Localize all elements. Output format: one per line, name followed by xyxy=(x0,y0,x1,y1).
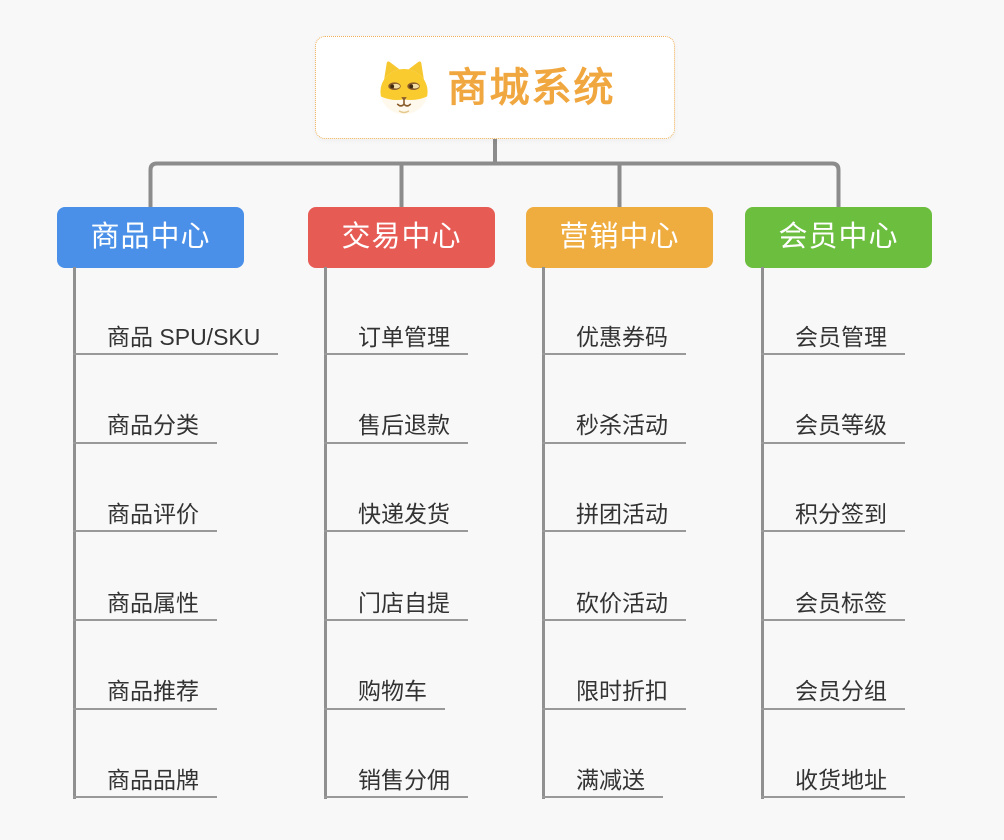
branch-item[interactable]: 砍价活动 xyxy=(542,532,686,622)
branch-items: 订单管理售后退款快递发货门店自提购物车销售分佣 xyxy=(324,267,468,799)
root-title: 商城系统 xyxy=(447,65,616,110)
branch-item-label: 收货地址 xyxy=(795,767,887,793)
branch-header-label: 商品中心 xyxy=(90,221,211,253)
branch-item[interactable]: 限时折扣 xyxy=(542,621,686,710)
branch-item-label: 满减送 xyxy=(576,767,645,793)
branch-item-label: 订单管理 xyxy=(358,323,450,350)
branch-trunk-line xyxy=(761,267,764,799)
branch-item-label: 砍价活动 xyxy=(576,589,668,616)
branch-header-member-center[interactable]: 会员中心 xyxy=(745,207,932,268)
branch-item-label: 优惠券码 xyxy=(576,323,668,350)
branch-item[interactable]: 会员分组 xyxy=(761,621,905,710)
branch-item-label: 商品品牌 xyxy=(107,767,199,793)
branch-item[interactable]: 积分签到 xyxy=(761,444,905,533)
branch-item-label: 商品推荐 xyxy=(107,678,199,705)
root-node[interactable]: 商城系统 xyxy=(315,36,675,139)
branch-item-label: 拼团活动 xyxy=(576,500,668,527)
branch-item[interactable]: 会员管理 xyxy=(761,267,905,355)
branch-header-label: 营销中心 xyxy=(559,221,680,253)
branch-item-label: 会员标签 xyxy=(795,589,887,616)
branch-header-product-center[interactable]: 商品中心 xyxy=(57,207,244,268)
branch-header-label: 会员中心 xyxy=(778,221,899,253)
branch-item[interactable]: 满减送 xyxy=(542,710,663,799)
branch-item-label: 商品属性 xyxy=(107,589,199,616)
branch-item-label: 商品 SPU/SKU xyxy=(107,323,261,350)
branch-item-label: 商品分类 xyxy=(107,412,199,439)
branch-items: 会员管理会员等级积分签到会员标签会员分组收货地址 xyxy=(761,267,905,799)
branch-item[interactable]: 商品品牌 xyxy=(73,710,217,799)
branch-item-label: 会员管理 xyxy=(795,323,887,350)
branch-item[interactable]: 秒杀活动 xyxy=(542,355,686,444)
branch-item[interactable]: 商品属性 xyxy=(73,532,217,622)
branch-item-label: 积分签到 xyxy=(795,500,887,527)
branch-items: 商品 SPU/SKU 商品分类商品评价商品属性商品推荐商品品牌 xyxy=(73,267,279,799)
branch-item-label: 限时折扣 xyxy=(576,678,668,705)
branch-item-label: 购物车 xyxy=(358,678,427,705)
branch-item-label: 售后退款 xyxy=(358,412,450,439)
branch-item-label: 会员等级 xyxy=(795,412,887,439)
branch-item-label: 门店自提 xyxy=(358,589,450,616)
branch-trunk-line xyxy=(542,267,545,799)
branch-item[interactable]: 购物车 xyxy=(324,621,445,710)
branch-item[interactable]: 优惠券码 xyxy=(542,267,686,355)
branch-trunk-line xyxy=(73,267,76,799)
branch-item[interactable]: 快递发货 xyxy=(324,444,468,533)
branch-items: 优惠券码秒杀活动拼团活动砍价活动限时折扣满减送 xyxy=(542,267,686,799)
branch-header-label: 交易中心 xyxy=(341,221,462,253)
branch-item[interactable]: 收货地址 xyxy=(761,710,905,799)
branch-item[interactable]: 会员等级 xyxy=(761,355,905,444)
branch-item-label: 快递发货 xyxy=(358,500,450,527)
branch-item[interactable]: 商品分类 xyxy=(73,355,217,444)
rail-line xyxy=(148,161,841,208)
branch-item-label: 商品评价 xyxy=(107,500,199,527)
branch-header-marketing-center[interactable]: 营销中心 xyxy=(526,207,713,268)
branch-item[interactable]: 门店自提 xyxy=(324,532,468,622)
branch-item-label: 秒杀活动 xyxy=(576,412,668,439)
branch-header-trade-center[interactable]: 交易中心 xyxy=(308,207,495,268)
shiba-dog-icon xyxy=(379,60,428,114)
branch-item[interactable]: 商品 SPU/SKU xyxy=(73,267,279,355)
branch-item[interactable]: 商品推荐 xyxy=(73,621,217,710)
branch-item[interactable]: 商品评价 xyxy=(73,444,217,533)
branch-item[interactable]: 订单管理 xyxy=(324,267,468,355)
branch-item-label: 会员分组 xyxy=(795,678,887,705)
branch-item[interactable]: 售后退款 xyxy=(324,355,468,444)
branch-item[interactable]: 拼团活动 xyxy=(542,444,686,533)
branch-item-label: 销售分佣 xyxy=(358,767,450,793)
branch-item[interactable]: 会员标签 xyxy=(761,532,905,622)
branch-item[interactable]: 销售分佣 xyxy=(324,710,468,799)
branch-trunk-line xyxy=(324,267,327,799)
